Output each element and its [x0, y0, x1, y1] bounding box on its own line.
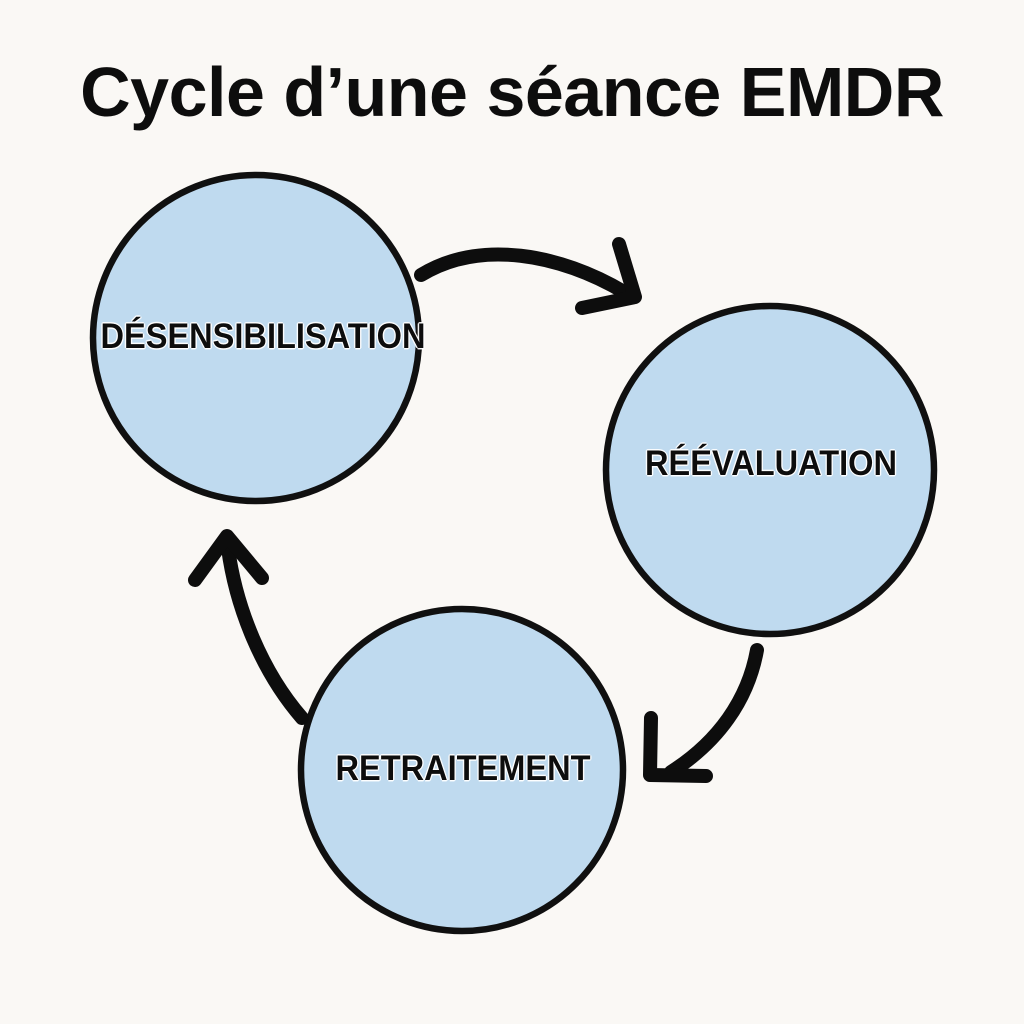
arrow-head	[188, 529, 269, 587]
node-label-desensibilisation: DÉSENSIBILISATION	[100, 317, 426, 356]
node-label-reevaluation: RÉÉVALUATION	[645, 444, 897, 483]
arrow-desensibilisation-to-reevaluation	[414, 237, 642, 315]
page-title: Cycle d’une séance EMDR	[80, 53, 944, 131]
arrow-shaft	[414, 247, 631, 299]
arrow-retraitement-to-desensibilisation	[188, 529, 309, 725]
node-circle-desensibilisation[interactable]	[89, 171, 423, 505]
arrow-head	[575, 237, 642, 315]
node-circle-retraitement[interactable]	[297, 605, 627, 935]
node-label-retraitement: RETRAITEMENT	[335, 749, 591, 788]
arrow-reevaluation-to-retraitement	[643, 643, 764, 783]
node-circle-reevaluation[interactable]	[602, 302, 938, 638]
arrow-head	[643, 711, 713, 783]
arrow-shaft	[664, 643, 764, 779]
arrow-shaft	[221, 541, 309, 725]
